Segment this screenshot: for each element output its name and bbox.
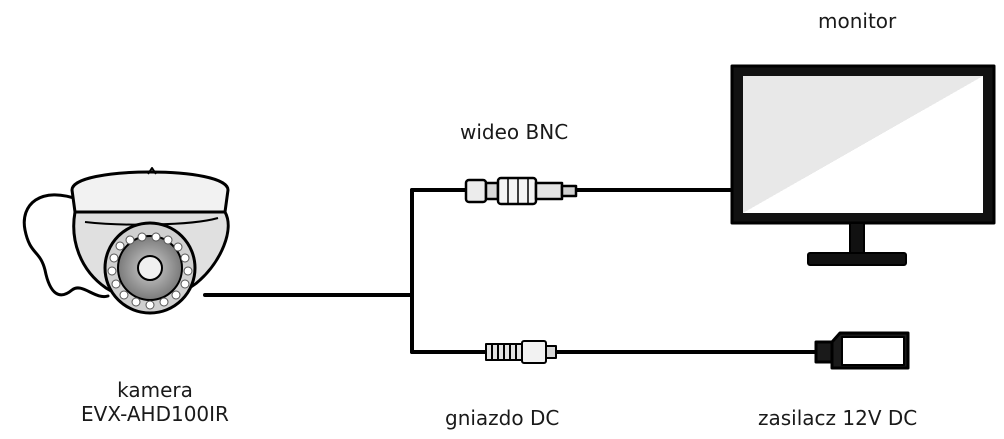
monitor-label: monitor [818,9,897,33]
camera-label-line2: EVX-AHD100IR [81,402,229,426]
dome-camera-icon [70,167,230,315]
camera-label: kamera EVX-AHD100IR [60,378,250,426]
power-supply-label: zasilacz 12V DC [758,406,918,430]
power-adapter-icon [814,331,910,370]
dc-socket-label: gniazdo DC [445,406,560,430]
bnc-connector-icon [464,176,578,206]
bnc-video-label: wideo BNC [460,120,569,144]
camera-loop-cable [22,193,110,299]
monitor-icon [730,64,996,266]
camera-label-line1: kamera [117,378,193,402]
cables [22,188,820,354]
dc-plug-icon [485,340,557,364]
